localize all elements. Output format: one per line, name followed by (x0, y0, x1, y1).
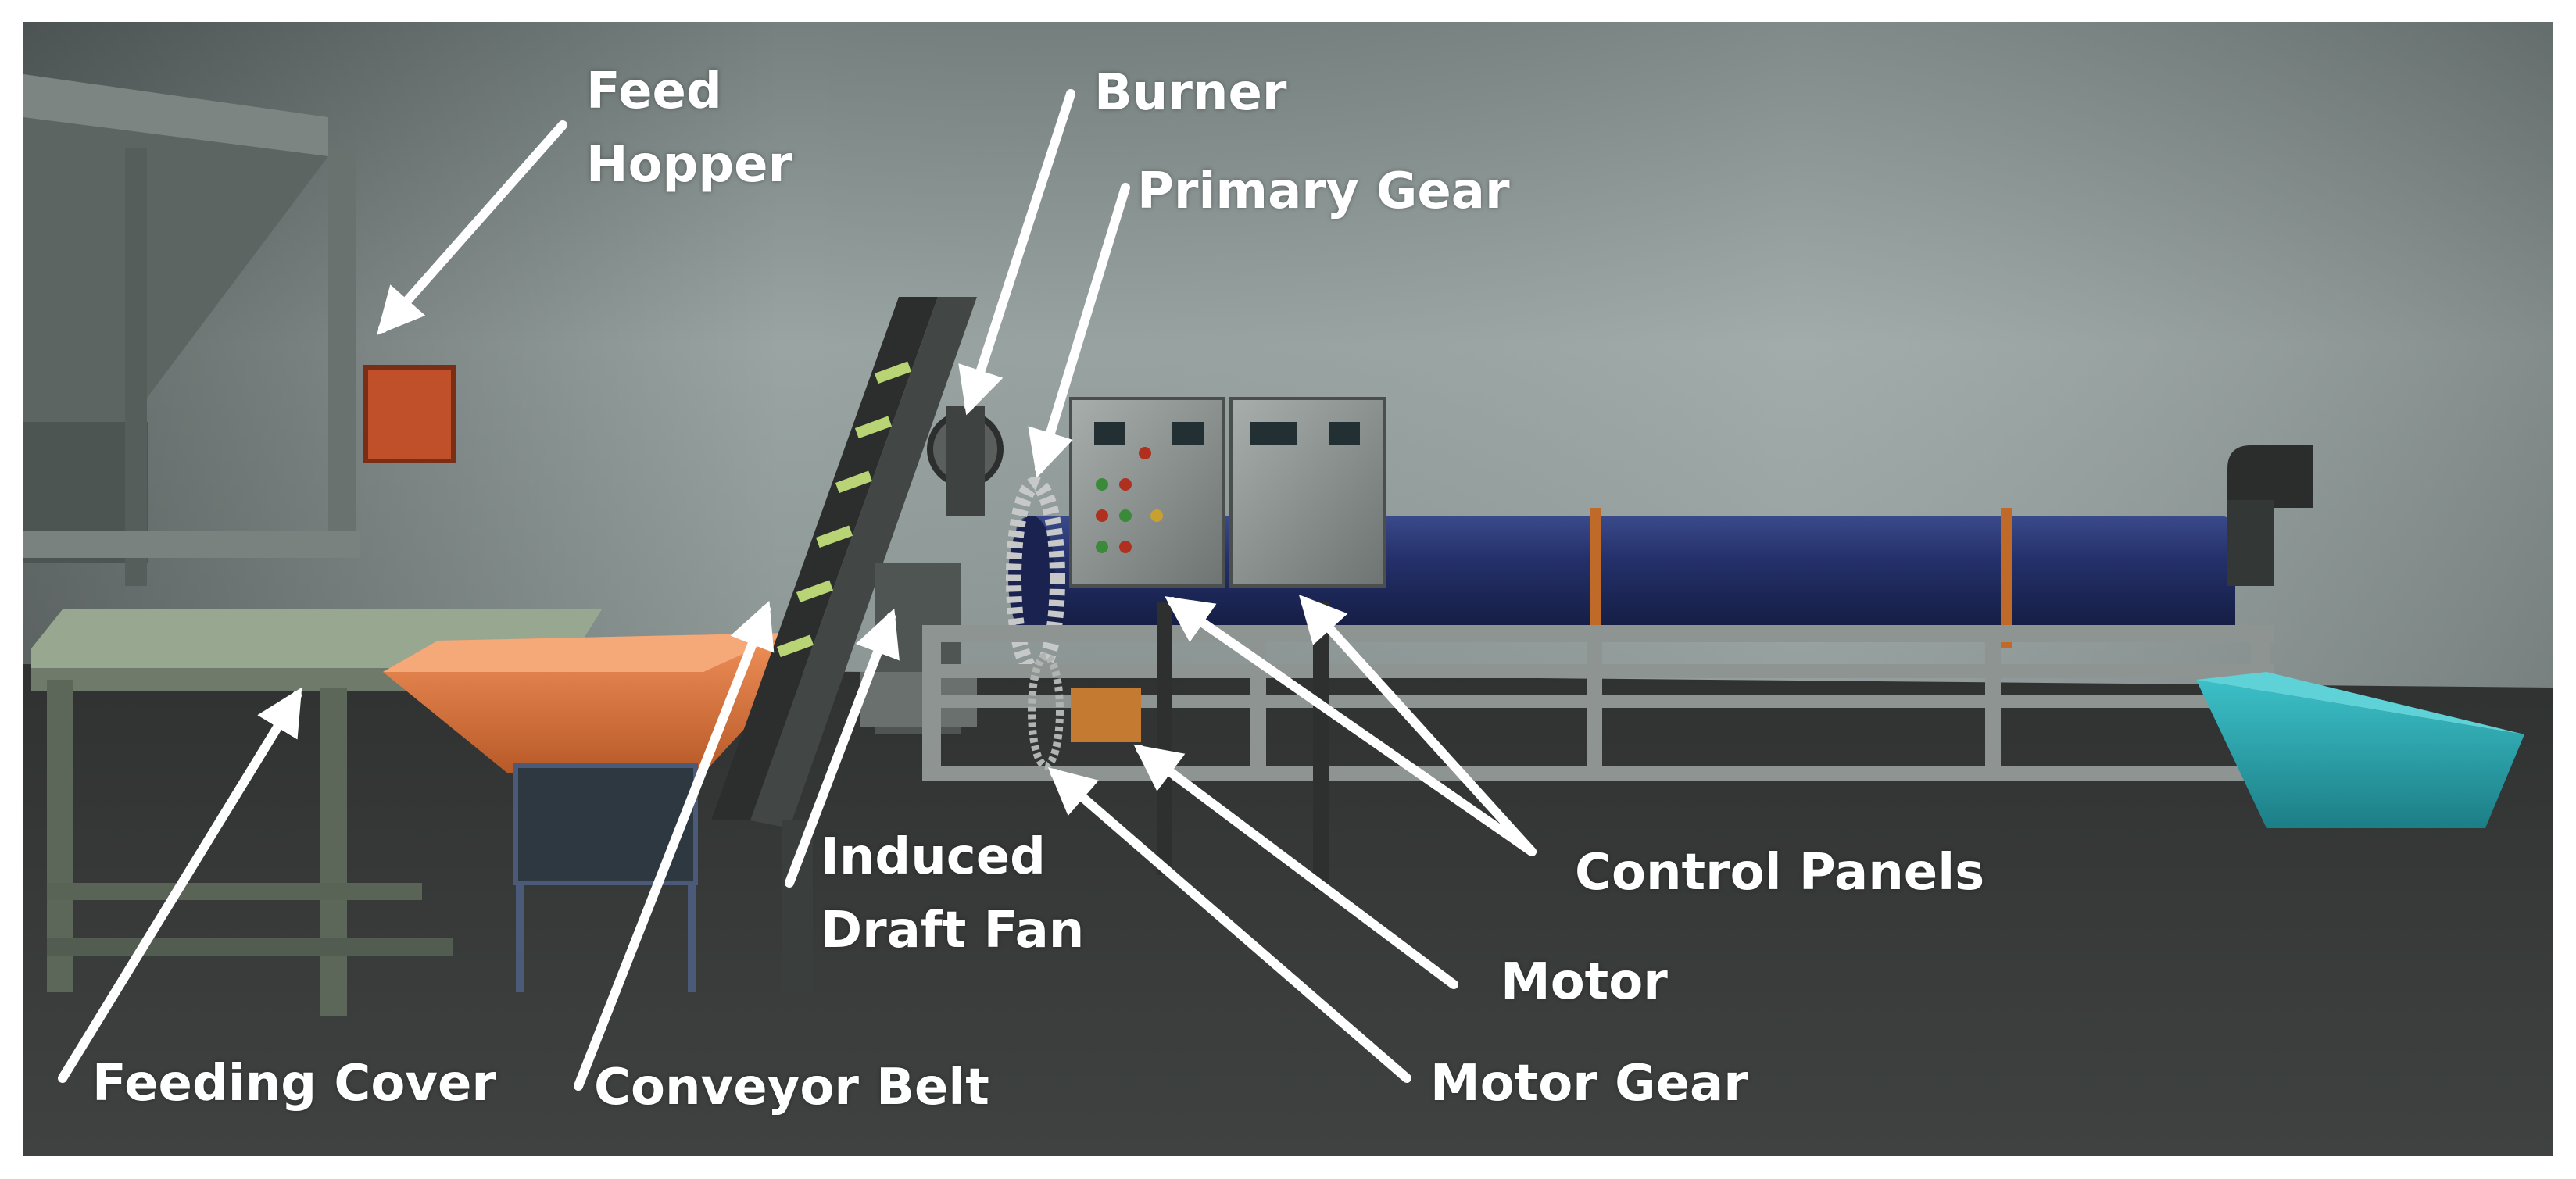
feed-hopper (23, 74, 360, 586)
arrow-motor-gear (1047, 767, 1411, 1083)
arrow-feed-hopper (377, 120, 567, 335)
control-panels (1069, 397, 1386, 891)
label-induced-draft-fan: Induced Draft Fan (821, 828, 1085, 959)
exhaust-elbow (2227, 445, 2313, 586)
label-motor: Motor (1501, 953, 1668, 1011)
arrow-induced-draft-fan (785, 608, 900, 888)
label-feeding-cover: Feeding Cover (92, 1055, 496, 1113)
arrow-primary-gear (1028, 183, 1130, 478)
hopper-bin (383, 633, 789, 992)
motor (1028, 652, 1141, 770)
arrow-control-panel-1 (1165, 596, 1537, 856)
conveyor (711, 297, 977, 992)
arrows (58, 89, 1537, 1091)
label-control-panels: Control Panels (1575, 844, 1985, 902)
label-conveyor-belt: Conveyor Belt (594, 1059, 989, 1116)
electrical-box (363, 365, 456, 463)
collection-tray (2196, 672, 2524, 828)
arrow-motor (1133, 744, 1458, 989)
label-burner: Burner (1094, 64, 1287, 122)
arrow-feeding-cover (58, 687, 302, 1083)
arrow-control-panel-2 (1298, 595, 1537, 856)
arrow-conveyor-belt (574, 600, 775, 1091)
label-feed-hopper: Feed Hopper (586, 63, 793, 194)
label-motor-gear: Motor Gear (1430, 1055, 1748, 1113)
burner (927, 406, 1004, 516)
arrow-burner (958, 89, 1075, 416)
label-primary-gear: Primary Gear (1137, 163, 1510, 220)
